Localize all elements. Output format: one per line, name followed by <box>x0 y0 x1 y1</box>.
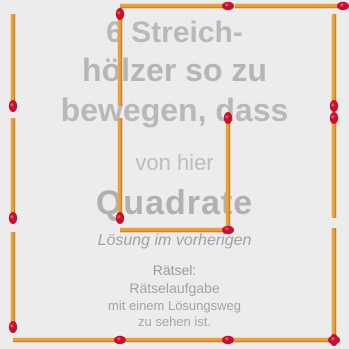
match-head-highlight <box>225 115 228 118</box>
matchstick[interactable] <box>116 8 124 106</box>
match-head <box>222 336 234 344</box>
match-head <box>330 100 338 112</box>
match-head-highlight <box>225 227 228 230</box>
match-head <box>114 336 126 344</box>
matchstick[interactable] <box>9 118 17 224</box>
matchstick[interactable] <box>235 2 349 10</box>
match-head <box>328 336 340 344</box>
match-head-highlight <box>331 103 334 106</box>
matchstick[interactable] <box>116 118 124 224</box>
match-head-highlight <box>10 324 13 327</box>
match-head <box>337 2 349 10</box>
match-head <box>224 112 232 124</box>
matchstick[interactable] <box>224 112 232 228</box>
matchstick[interactable] <box>330 112 338 218</box>
match-head <box>9 212 17 224</box>
match-head-highlight <box>340 3 343 6</box>
match-head-highlight <box>225 337 228 340</box>
matchstick[interactable] <box>13 336 126 344</box>
matchstick[interactable] <box>330 14 338 112</box>
match-head <box>9 321 17 333</box>
matchstick[interactable] <box>120 226 234 234</box>
matchstick[interactable] <box>120 2 234 10</box>
match-head <box>9 100 17 112</box>
match-head <box>330 112 338 124</box>
match-head-highlight <box>225 3 228 6</box>
matchstick[interactable] <box>9 14 17 112</box>
match-head <box>116 8 124 20</box>
match-head-highlight <box>10 215 13 218</box>
matchstick[interactable] <box>126 336 234 344</box>
matchstick[interactable] <box>234 336 340 344</box>
match-head-highlight <box>117 11 120 14</box>
matchstick[interactable] <box>330 228 338 346</box>
match-head-highlight <box>10 103 13 106</box>
match-head <box>222 226 234 234</box>
match-head-highlight <box>117 337 120 340</box>
matchstick[interactable] <box>9 232 17 333</box>
match-head-highlight <box>331 337 334 340</box>
match-head <box>222 2 234 10</box>
match-head-highlight <box>117 215 120 218</box>
match-head-highlight <box>331 115 334 118</box>
match-head <box>116 212 124 224</box>
